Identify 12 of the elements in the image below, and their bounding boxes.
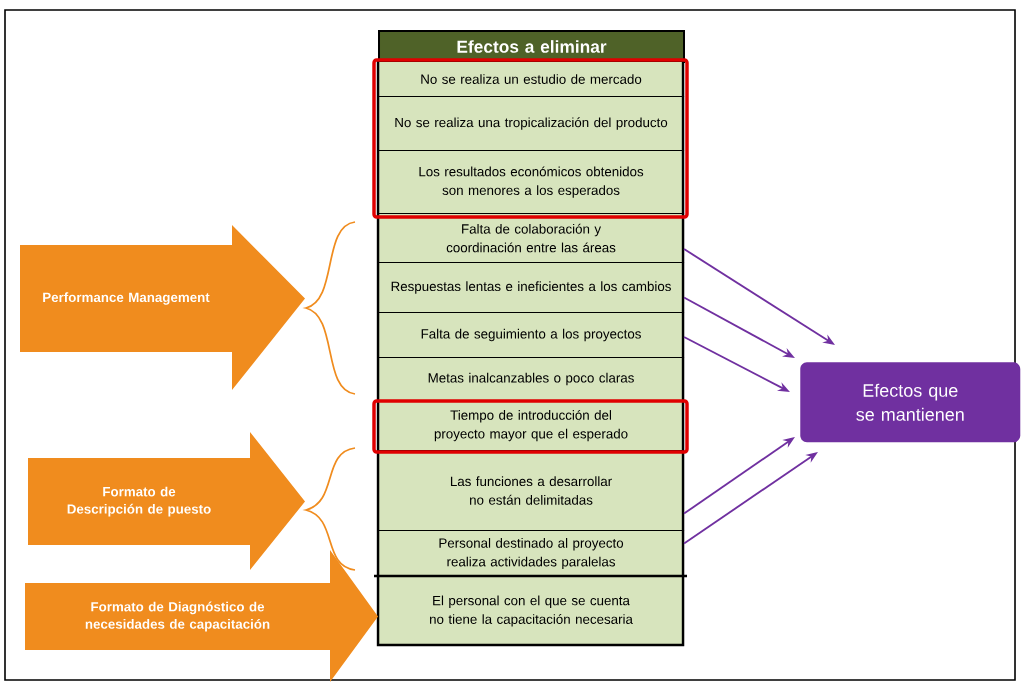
table-cell: No se realiza un estudio de mercado <box>378 61 685 98</box>
table-cell: Respuestas lentas e ineficientes a los cambios <box>378 262 685 314</box>
table-cell: No se realiza una tropicalización del producto <box>378 96 685 152</box>
table-cell: Las funciones a desarrollar no están delimitadas <box>378 450 685 532</box>
table-cell: Falta de colaboración y coordinación entre las áreas <box>378 213 685 264</box>
rounded-box: Efectos que se mantienen <box>800 362 1021 443</box>
table-cell: Falta de seguimiento a los proyectos <box>378 312 685 359</box>
table-cell: El personal con el que se cuenta no tiene la capacitación necesaria <box>378 576 685 647</box>
table-cell: Personal destinado al proyecto realiza actividades paralelas <box>378 530 685 578</box>
table-cell: Tiempo de introducción del proyecto mayor que el esperado <box>378 400 685 452</box>
table-cell: Metas inalcanzables o poco claras <box>378 357 685 402</box>
table-cell: Los resultados económicos obtenidos son menores a los esperados <box>378 150 685 215</box>
